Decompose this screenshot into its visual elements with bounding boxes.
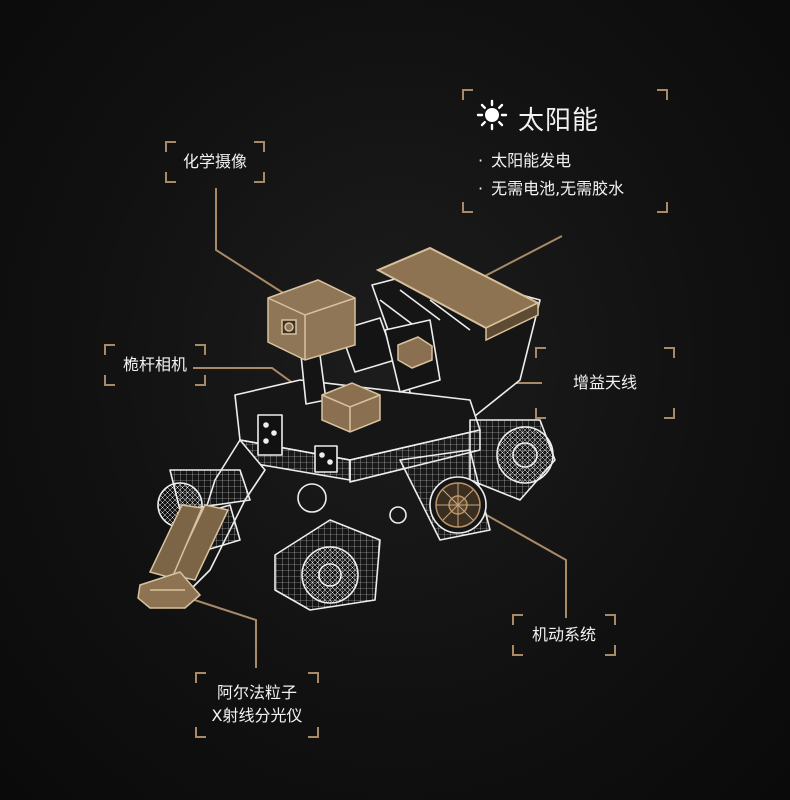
label-apxs-line2: X射线分光仪 <box>211 706 303 725</box>
label-apxs-line1: 阿尔法粒子 <box>216 683 297 702</box>
mobility-wheel <box>435 482 481 528</box>
leader-apxs <box>169 591 257 668</box>
label-chemcam-text: 化学摄像 <box>182 152 247 171</box>
label-antenna-text: 增益天线 <box>572 373 637 392</box>
label-antenna: 增益天线 <box>535 347 675 419</box>
label-mast-camera: 桅杆相机 <box>104 344 206 386</box>
label-solar: 太阳能 太阳能发电 无需电池,无需胶水 <box>462 89 668 213</box>
solar-bullet: 太阳能发电 <box>478 147 571 171</box>
chemcam-head <box>267 279 356 361</box>
label-mobility: 机动系统 <box>512 614 616 656</box>
solar-title: 太阳能 <box>518 106 600 136</box>
sun-icon <box>476 99 508 131</box>
antenna <box>397 336 433 369</box>
leader-mobility <box>459 499 567 618</box>
label-apxs: 阿尔法粒子 X射线分光仪 <box>195 672 319 738</box>
apxs-arm <box>137 504 230 609</box>
label-chemcam: 化学摄像 <box>165 141 265 183</box>
mast-camera <box>321 382 381 433</box>
label-mast-camera-text: 桅杆相机 <box>122 355 187 374</box>
label-mobility-text: 机动系统 <box>531 625 596 644</box>
leader-camera <box>215 188 303 306</box>
solar-bullet: 无需电池,无需胶水 <box>478 175 624 199</box>
